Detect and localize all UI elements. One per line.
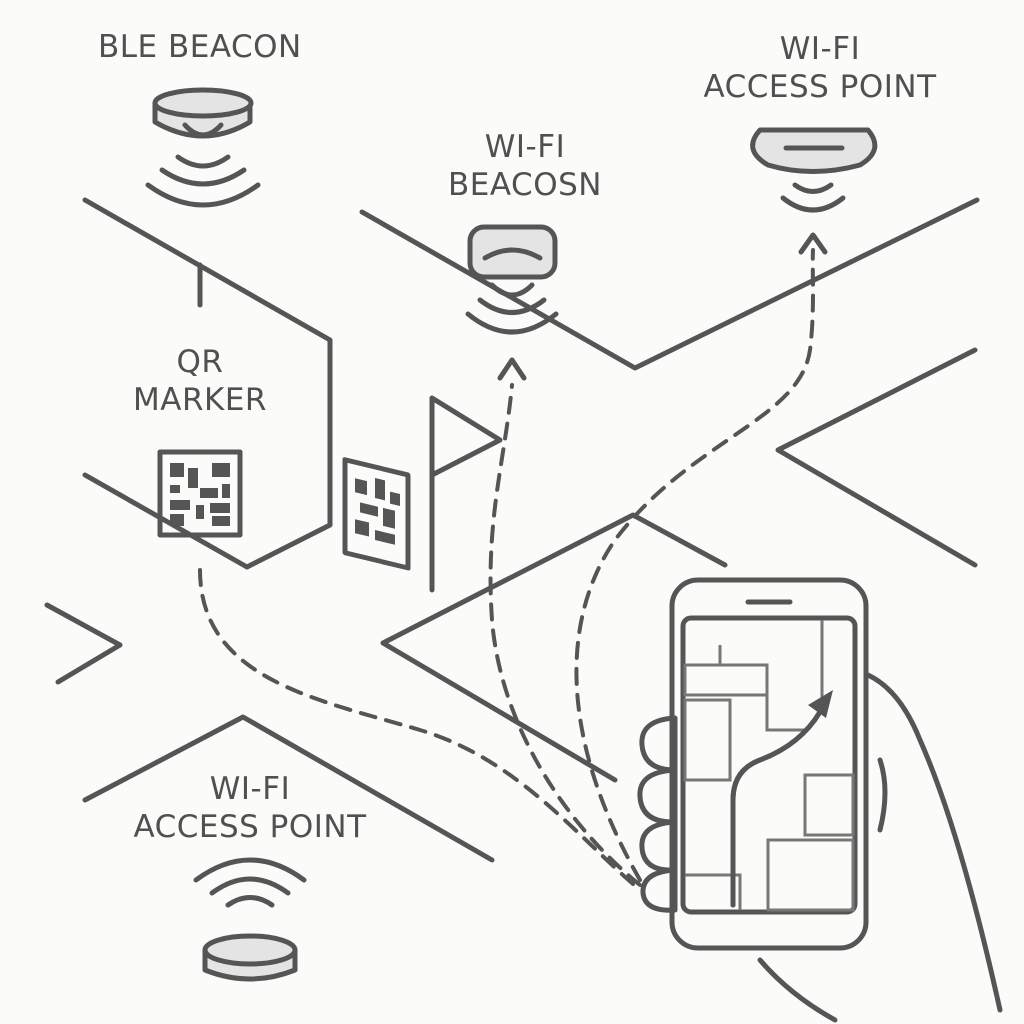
qr-code-icon bbox=[342, 457, 411, 571]
label-wifi-access-point-top: WI-FI ACCESS POINT bbox=[695, 30, 945, 106]
flag-icon bbox=[429, 395, 503, 593]
phone-map bbox=[683, 620, 855, 912]
hand-icon bbox=[637, 672, 1003, 1023]
label-line: WI-FI bbox=[484, 129, 566, 165]
smartphone-icon bbox=[669, 577, 869, 951]
route-paths bbox=[198, 248, 815, 892]
wifi-beacon-icon bbox=[465, 224, 559, 335]
qr-code-icon bbox=[157, 449, 243, 538]
label-wifi-access-point-bottom: WI-FI ACCESS POINT bbox=[125, 770, 375, 846]
label-line: QR bbox=[176, 344, 224, 380]
label-line: WI-FI bbox=[209, 771, 291, 807]
ble-beacon-icon bbox=[145, 87, 261, 208]
route-arrow-icon bbox=[497, 232, 828, 381]
label-line: BEACOSN bbox=[448, 167, 602, 203]
label-wifi-beacon: WI-FI BEACOSN bbox=[440, 128, 610, 204]
label-qr-marker: QR MARKER bbox=[120, 343, 280, 419]
label-line: WI-FI bbox=[779, 31, 861, 67]
floor-plan-walls bbox=[44, 197, 980, 863]
label-line: MARKER bbox=[133, 382, 267, 418]
label-line: ACCESS POINT bbox=[133, 809, 367, 845]
label-line: ACCESS POINT bbox=[703, 69, 937, 105]
wifi-access-point-icon bbox=[193, 857, 307, 982]
wifi-access-point-icon bbox=[750, 127, 878, 213]
label-ble-beacon: BLE BEACON bbox=[98, 29, 302, 65]
